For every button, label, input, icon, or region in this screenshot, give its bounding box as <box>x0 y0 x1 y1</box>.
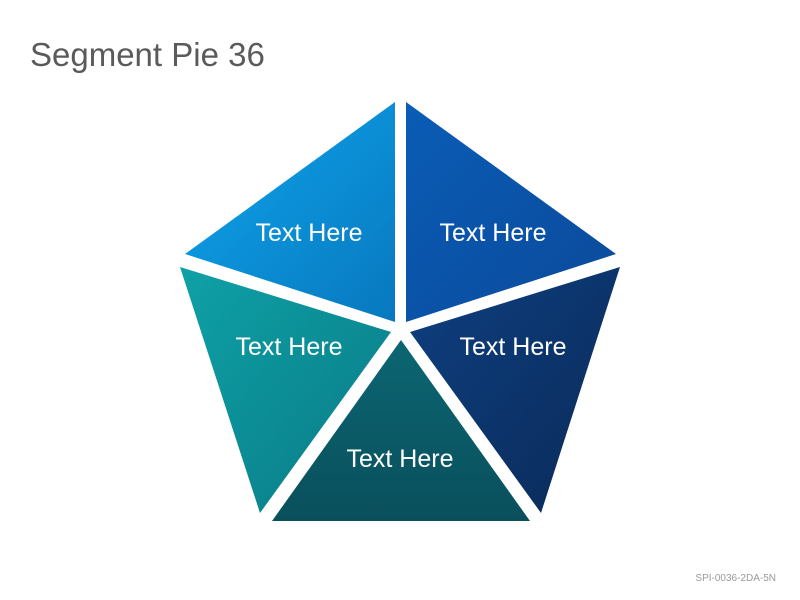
segment-bottom-center-shape <box>272 340 530 521</box>
segment-top-left-label: Text Here <box>256 219 363 247</box>
footer-code: SPI-0036-2DA-5N <box>695 573 776 584</box>
segment-bottom-left-label: Text Here <box>236 333 343 361</box>
segment-top-left[interactable]: Text Here <box>185 102 395 322</box>
segment-top-right[interactable]: Text Here <box>406 102 616 322</box>
segment-bottom-right[interactable]: Text Here <box>410 267 620 513</box>
segment-bottom-right-label: Text Here <box>460 333 567 361</box>
segment-top-left-shape <box>185 102 395 322</box>
segment-bottom-right-shape <box>410 267 620 513</box>
segment-bottom-center-label: Text Here <box>347 445 454 473</box>
segment-top-right-shape <box>406 102 616 322</box>
segment-bottom-left-shape <box>180 267 391 513</box>
page-title: Segment Pie 36 <box>30 36 265 73</box>
segment-bottom-center[interactable]: Text Here <box>272 340 530 521</box>
segment-bottom-left[interactable]: Text Here <box>180 267 391 513</box>
segment-top-right-label: Text Here <box>440 219 547 247</box>
